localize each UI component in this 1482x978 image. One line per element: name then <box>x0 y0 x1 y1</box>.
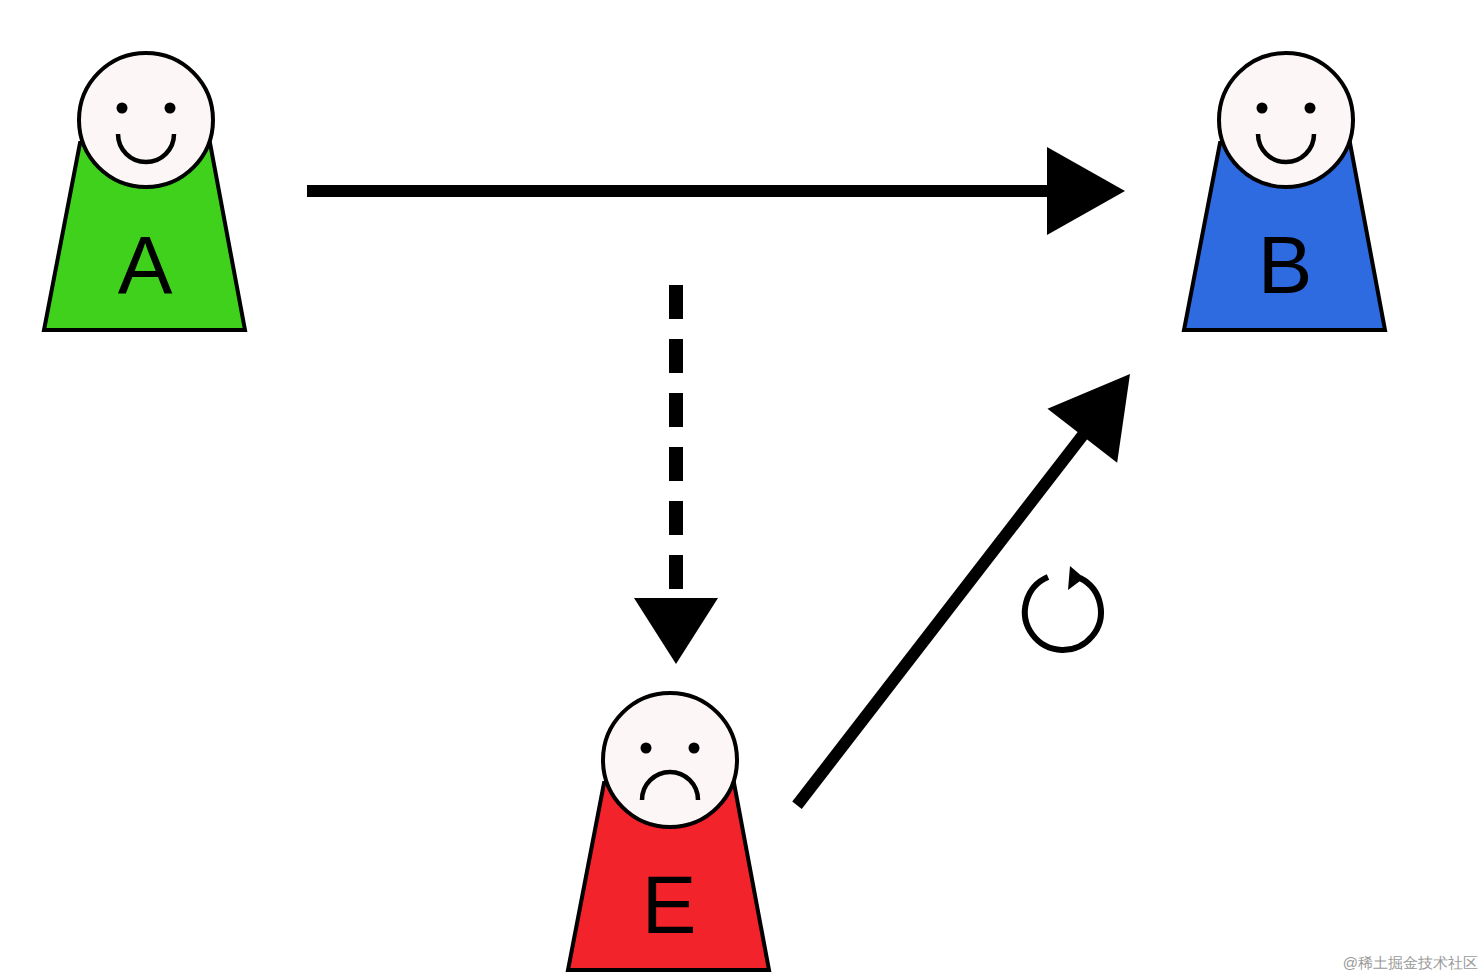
arrow-line <box>307 185 1051 197</box>
arrowhead <box>1048 374 1130 463</box>
person-figure: B <box>1180 48 1390 334</box>
intercept-line <box>669 285 683 606</box>
person-label: A <box>40 224 250 306</box>
arrow-line <box>797 433 1085 806</box>
person-label: B <box>1180 224 1390 306</box>
watermark: @稀土掘金技术社区 <box>1343 954 1478 973</box>
replay-arrowhead <box>1068 566 1084 590</box>
replay-symbol <box>1025 577 1101 650</box>
message-arrow <box>797 374 1130 805</box>
intercept-arrowhead <box>634 598 718 664</box>
person-label: E <box>564 864 774 946</box>
person-figure: A <box>40 48 250 334</box>
message-arrow <box>307 147 1125 235</box>
arrowhead <box>1047 147 1125 235</box>
person-figure: E <box>564 688 774 974</box>
